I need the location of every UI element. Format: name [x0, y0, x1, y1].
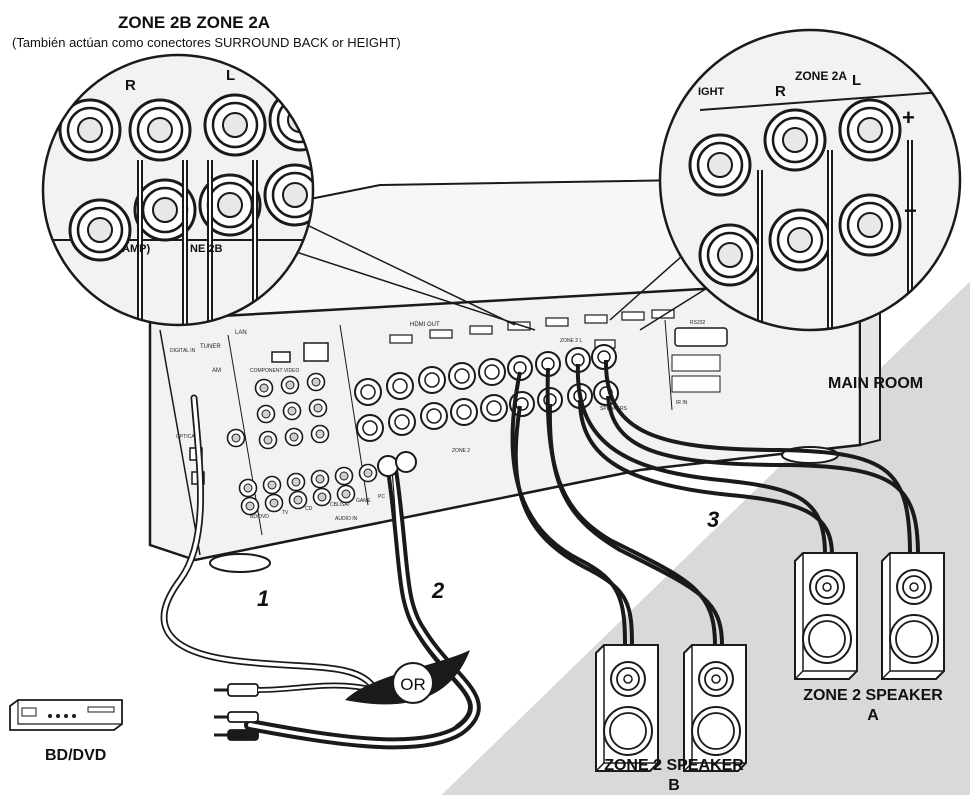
rs232-port: [674, 327, 728, 347]
panel-label-zone2-l: ZONE 2 L: [560, 338, 582, 344]
zoom-right-label-r: R: [775, 83, 786, 100]
lan-port: [303, 342, 329, 362]
usb-port: [271, 351, 291, 363]
panel-label-tuner: TUNER: [200, 344, 221, 350]
speaker-zone2b-left: [595, 644, 659, 772]
bd-dvd-label: BD/DVD: [45, 747, 106, 764]
panel-label-zone2: ZONE 2: [452, 448, 470, 454]
panel-label-tv: TV: [282, 510, 289, 516]
speaker-zone2b-right: [683, 644, 747, 772]
zoom-right-label-minus: −: [904, 198, 917, 223]
zoom-right-label-zone2a: ZONE 2A: [795, 69, 847, 83]
speaker-wires-zone2a: [575, 359, 920, 556]
panel-label-audio-in: AUDIO IN: [335, 516, 358, 522]
panel-label-am: AM: [212, 368, 221, 374]
zoom-left-callout: R L AMP) NE 2B: [41, 53, 536, 331]
speaker-a-label-line1: ZONE 2 SPEAKER: [803, 687, 943, 704]
panel-label-hdmi-out: HDMI OUT: [410, 322, 440, 328]
cable-3-label: 3: [707, 507, 719, 532]
panel-label-cbl-sat: CBL/SAT: [330, 502, 350, 508]
speaker-wires-zone2b: [510, 367, 724, 646]
cable-2-label: 2: [431, 578, 445, 603]
speaker-b-label-line2: B: [668, 777, 680, 794]
panel-label-component: COMPONENT VIDEO: [250, 368, 299, 374]
rca-plugs-player: [214, 682, 376, 741]
zoom-left-label-zone2b: NE 2B: [190, 243, 222, 255]
floor-edge: [439, 279, 970, 795]
panel-label-bd-dvd: BD/DVD: [250, 514, 269, 520]
panel-label-lan: LAN: [235, 330, 247, 336]
header-title: ZONE 2B ZONE 2A: [118, 13, 270, 32]
zoom-left-label-l: L: [226, 67, 235, 84]
main-room-label: MAIN ROOM: [828, 375, 923, 392]
zoom-right-callout: IGHT ZONE 2A R L + −: [609, 28, 962, 332]
panel-label-speakers: SPEAKERS: [600, 406, 628, 412]
cable-1-label: 1: [257, 586, 269, 611]
zoom-left-label-amp: AMP): [122, 243, 150, 255]
component-jacks: [254, 372, 330, 450]
panel-label-digital-in: DIGITAL IN: [170, 348, 196, 354]
zoom-right-label-height: IGHT: [698, 86, 725, 98]
zoom-right-label-l: L: [852, 72, 861, 89]
panel-label-game: GAME: [356, 498, 371, 504]
rca-plug-top: [377, 451, 417, 477]
or-label: OR: [400, 675, 426, 694]
panel-label-optical: OPTICAL: [176, 434, 198, 440]
panel-label-rs232: RS232: [690, 320, 706, 326]
speaker-b-label-line1: ZONE 2 SPEAKER: [604, 757, 744, 774]
hdmi-ports: [389, 309, 675, 349]
or-indicator: OR: [345, 650, 470, 705]
panel-label-cd: CD: [305, 506, 313, 512]
panel-label-ir: IR IN: [676, 400, 688, 406]
zoom-left-label-r: R: [125, 77, 136, 94]
speaker-a-label-line2: A: [867, 707, 879, 724]
speaker-zone2a-left: [794, 552, 858, 680]
panel-label-pc: PC: [378, 494, 385, 500]
zoom-right-label-plus: +: [902, 105, 915, 130]
bd-dvd-player: [9, 699, 123, 731]
speaker-zone2a-right: [881, 552, 945, 680]
header-subtitle: (También actúan como conectores SURROUND…: [12, 35, 401, 50]
